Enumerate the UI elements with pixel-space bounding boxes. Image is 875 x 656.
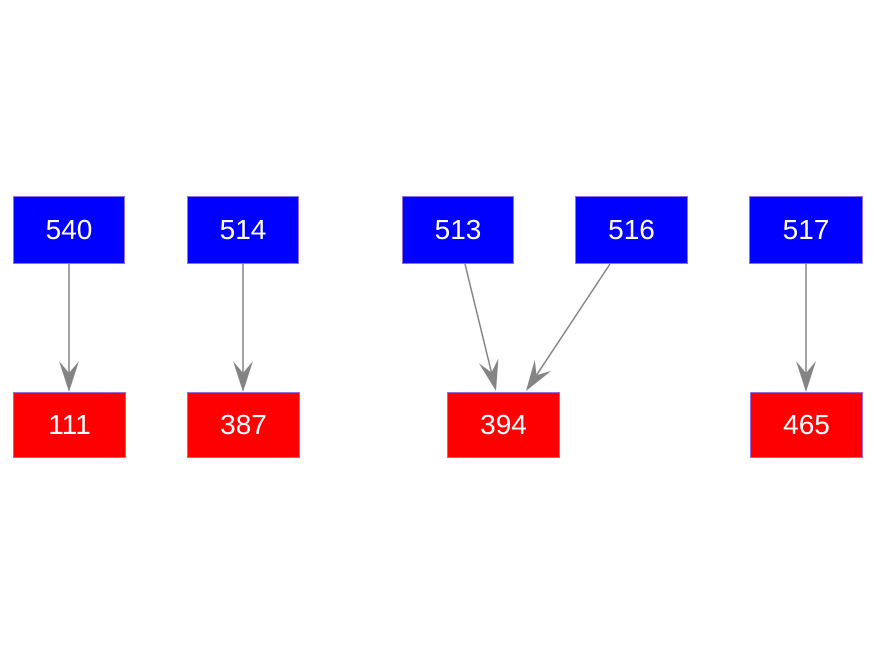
node-label: 387 <box>220 409 267 440</box>
edge-516-394-line <box>535 263 611 376</box>
edge-514-387-arrowhead-icon <box>233 361 253 392</box>
target-node-111: 111 <box>13 392 126 458</box>
source-node-513: 513 <box>402 196 514 264</box>
source-node-516: 516 <box>575 196 688 264</box>
edge-516-394-arrowhead-icon <box>526 359 552 391</box>
source-node-540: 540 <box>13 196 125 264</box>
edge-517-465-arrowhead-icon <box>796 361 816 392</box>
source-node-514: 514 <box>187 196 299 264</box>
edge-540-111-arrowhead-icon <box>59 361 79 392</box>
node-label: 517 <box>782 214 830 245</box>
node-label: 111 <box>48 409 91 440</box>
target-node-394: 394 <box>447 392 560 458</box>
edge-513-394-line <box>464 263 493 373</box>
node-label: 465 <box>783 409 830 440</box>
node-label: 394 <box>480 409 527 440</box>
edge-513-394-arrowhead-icon <box>478 358 499 391</box>
node-label: 514 <box>219 214 267 245</box>
target-node-387: 387 <box>187 392 300 458</box>
node-label: 540 <box>45 214 93 245</box>
node-label: 516 <box>608 214 655 245</box>
source-node-517: 517 <box>749 196 863 264</box>
target-node-465: 465 <box>750 392 863 458</box>
node-label: 513 <box>434 214 482 245</box>
